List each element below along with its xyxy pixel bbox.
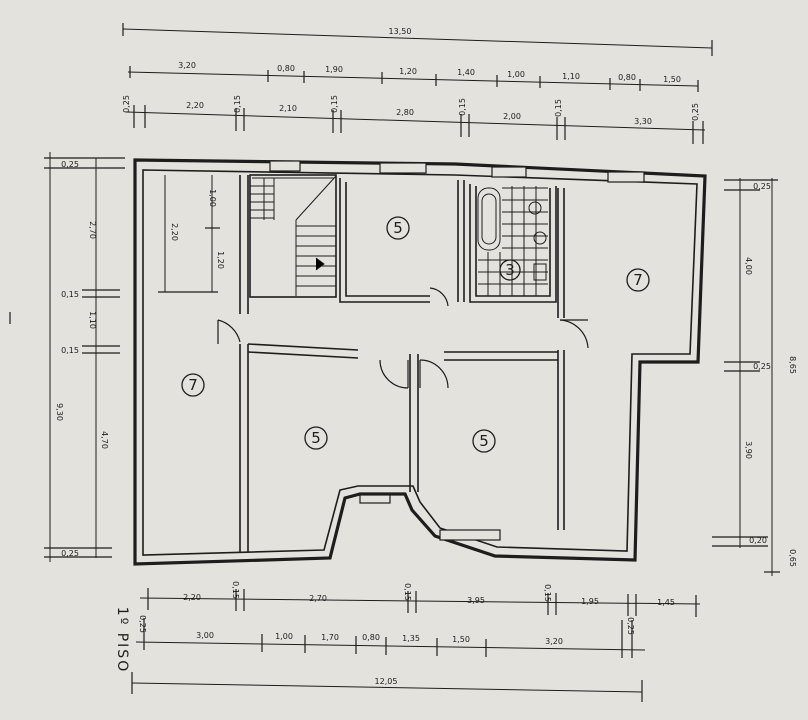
dim-top-r2-7: 2,00	[503, 112, 521, 121]
dim-left-inner-2: 1,20	[216, 251, 225, 269]
dim-left-inner-0: 1,00	[208, 189, 217, 207]
dim-top-r2-8: 0,15	[554, 99, 563, 117]
dim-top-total: 13,50	[389, 27, 412, 36]
dim-left-4: 0,15	[61, 346, 79, 355]
dim-bottom-r1-3: 0,15	[403, 583, 412, 601]
windows	[269, 160, 645, 541]
dim-bottom-r2-0: 0,25	[138, 615, 147, 633]
dim-top-r1-1: 0,80	[277, 64, 295, 73]
dim-top-r2-3: 2,10	[279, 104, 297, 113]
floor-label: 1º PISO	[114, 607, 130, 673]
dim-right-3: 3,90	[744, 441, 753, 459]
dim-top-r2-10: 0,25	[691, 103, 700, 121]
dim-top-r1-6: 1,10	[562, 72, 580, 81]
dim-left-inner-3: 4,70	[100, 431, 109, 449]
dim-right-6: 0,65	[788, 549, 797, 567]
dim-top-r1-5: 1,00	[507, 70, 525, 79]
dim-top-r2-6: 0,15	[458, 98, 467, 116]
dim-bottom-r2-6: 1,50	[452, 635, 470, 644]
dim-bottom-r2-1: 3,00	[196, 631, 214, 640]
bathroom-fixtures	[477, 186, 548, 296]
dim-right-2: 0,25	[753, 362, 771, 371]
dim-top-r2-0: 0,25	[122, 95, 131, 113]
dim-top-r2-1: 2,20	[186, 101, 204, 110]
left-dimensions: 0,25 2,70 0,15 1,10 0,15 9,30 0,25 1,00 …	[44, 152, 225, 562]
dim-bottom-r2-7: 3,20	[545, 637, 563, 646]
dim-bottom-r1-1: 0,15	[231, 581, 240, 599]
dim-left-0: 0,25	[61, 160, 79, 169]
dim-right-1: 4,00	[744, 257, 753, 275]
dim-top-r1-3: 1,20	[399, 67, 417, 76]
right-dimensions: 0,25 4,00 0,25 3,90 0,20 8,65 0,65	[712, 178, 797, 576]
dim-left-6: 0,25	[61, 549, 79, 558]
doors	[217, 287, 589, 389]
dim-bottom-r2-4: 0,80	[362, 633, 380, 642]
dim-top-r2-4: 0,15	[330, 95, 339, 113]
dim-top-r2-2: 0,15	[233, 95, 242, 113]
dim-top-r1-4: 1,40	[457, 68, 475, 77]
dim-left-3: 1,10	[88, 311, 97, 329]
room-5-top: 5	[393, 219, 403, 237]
dim-top-r2-5: 2,80	[396, 108, 414, 117]
dim-bottom-r2-3: 1,70	[321, 633, 339, 642]
dim-bottom-r1-4: 3,95	[467, 596, 485, 605]
dim-right-0: 0,25	[753, 182, 771, 191]
room-7-left: 7	[188, 376, 198, 394]
staircase	[250, 175, 337, 296]
bottom-dimensions: 2,20 0,15 2,70 0,15 3,95 0,15 1,95 1,45 …	[131, 581, 701, 702]
dim-bottom-r2-2: 1,00	[275, 632, 293, 641]
dim-top-r1-7: 0,80	[618, 73, 636, 82]
room-5-bottom-right: 5	[479, 432, 489, 450]
building-walls	[133, 158, 707, 566]
dim-right-5: 8,65	[788, 356, 797, 374]
room-labels: 7 5 3 7 5 5	[181, 216, 650, 453]
dim-top-r1-8: 1,50	[663, 75, 681, 84]
dim-bottom-r1-5: 0,15	[543, 584, 552, 602]
room-7-right: 7	[633, 271, 643, 289]
dim-bottom-r1-0: 2,20	[183, 593, 201, 602]
dim-bottom-r2-8: 0,25	[626, 617, 635, 635]
dim-top-r1-2: 1,90	[325, 65, 343, 74]
dim-left-inner-1: 2,20	[170, 223, 179, 241]
dim-bottom-total: 12,05	[375, 677, 398, 686]
dim-bottom-r1-2: 2,70	[309, 594, 327, 603]
top-dimensions: 13,50 3,20 0,80 1,90 1,20 1,40 1,00 1,10…	[122, 23, 713, 144]
dim-left-1: 2,70	[88, 221, 97, 239]
dim-right-4: 0,20	[749, 536, 767, 545]
dim-bottom-r2-5: 1,35	[402, 634, 420, 643]
dim-top-r1-0: 3,20	[178, 61, 196, 70]
dim-bottom-r1-6: 1,95	[581, 597, 599, 606]
dim-left-5: 9,30	[55, 403, 64, 421]
room-5-bottom-left: 5	[311, 429, 321, 447]
dim-left-2: 0,15	[61, 290, 79, 299]
dim-top-r2-9: 3,30	[634, 117, 652, 126]
room-3-bath: 3	[505, 261, 515, 279]
dim-bottom-r1-7: 1,45	[657, 598, 675, 607]
